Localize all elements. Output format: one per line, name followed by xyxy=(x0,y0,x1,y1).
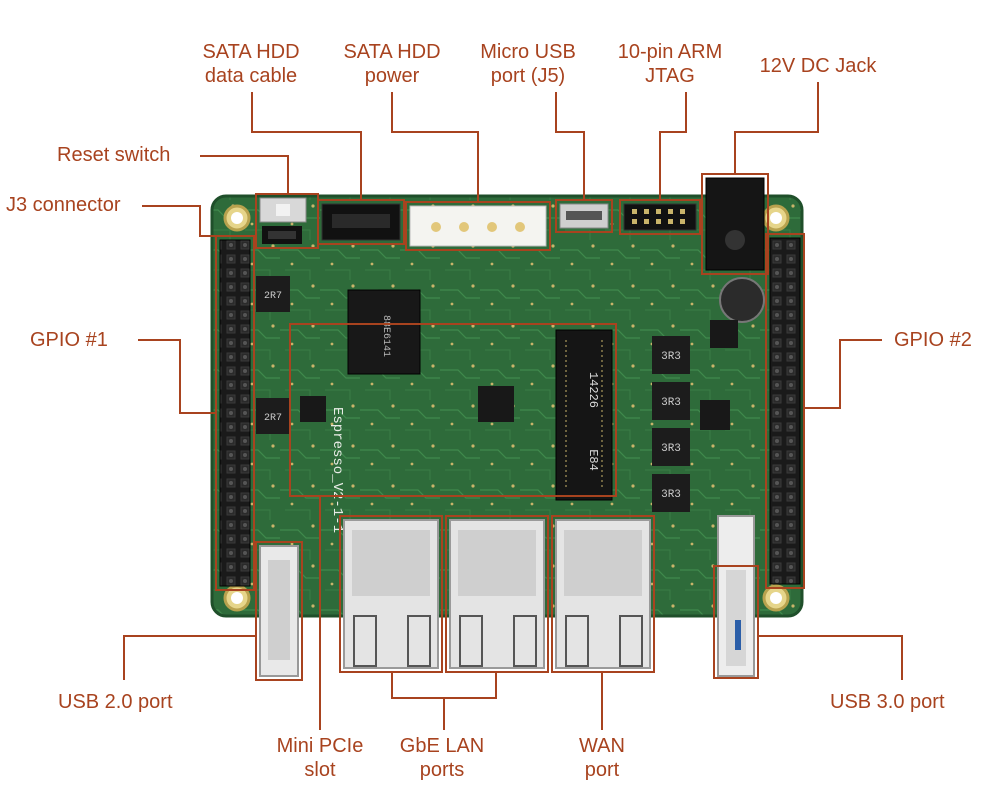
main-chip xyxy=(347,289,421,375)
sata-power-connector xyxy=(409,205,547,247)
label-wan-line2: port xyxy=(584,759,620,781)
svg-text:2R7: 2R7 xyxy=(264,291,282,302)
label-jtag-line1: 10-pin ARM xyxy=(617,41,723,63)
label-gpio2: GPIO #2 xyxy=(894,329,972,351)
svg-text:3R3: 3R3 xyxy=(661,397,681,409)
svg-text:14226: 14226 xyxy=(586,372,600,408)
chip-marking: 88E6141 xyxy=(380,315,391,357)
svg-text:3R3: 3R3 xyxy=(661,351,681,363)
label-sata-power-line2: power xyxy=(364,65,420,87)
label-sata-data-line1: SATA HDD xyxy=(202,41,300,63)
label-micro-usb-line2: port (J5) xyxy=(490,65,566,87)
label-gbe-lan-line2: ports xyxy=(419,759,465,781)
label-micro-usb: Micro USB port (J5) xyxy=(480,40,576,88)
inductors-left: 2R7 2R7 xyxy=(256,276,290,434)
label-dc-jack: 12V DC Jack xyxy=(759,55,877,77)
label-wan: WAN port xyxy=(579,734,625,782)
jtag-connector xyxy=(623,203,697,231)
label-usb2: USB 2.0 port xyxy=(58,691,173,713)
label-sata-data: SATA HDD data cable xyxy=(202,40,299,88)
capacitor xyxy=(719,277,765,323)
inductors-right: 3R3 3R3 3R3 3R3 xyxy=(652,336,690,512)
label-jtag-line2: JTAG xyxy=(645,65,695,87)
label-micro-usb-line1: Micro USB xyxy=(480,41,576,63)
label-reset-switch: Reset switch xyxy=(57,144,171,166)
minipcie-slot xyxy=(555,329,613,501)
gpio2-header xyxy=(769,237,801,585)
rj45-jacks xyxy=(343,519,651,669)
label-wan-line1: WAN xyxy=(579,735,625,757)
label-gpio1: GPIO #1 xyxy=(30,329,108,351)
board-name-silkscreen: Espresso_V2-1-1 xyxy=(329,407,345,533)
label-jtag: 10-pin ARM JTAG xyxy=(618,40,723,88)
label-minipcie-line2: slot xyxy=(304,759,336,781)
label-gbe-lan-line1: GbE LAN xyxy=(399,735,485,757)
label-sata-power-line1: SATA HDD xyxy=(343,41,441,63)
dc-jack xyxy=(705,177,765,271)
label-sata-power: SATA HDD power xyxy=(343,40,440,88)
svg-text:3R3: 3R3 xyxy=(661,443,681,455)
svg-text:3R3: 3R3 xyxy=(661,489,681,501)
svg-text:E84: E84 xyxy=(586,449,600,471)
label-gbe-lan: GbE LAN ports xyxy=(400,734,484,782)
label-minipcie: Mini PCIe slot xyxy=(277,734,364,782)
svg-text:2R7: 2R7 xyxy=(264,413,282,424)
mounting-holes xyxy=(223,204,790,612)
label-sata-data-line2: data cable xyxy=(204,65,298,87)
label-j3-connector: J3 connector xyxy=(6,194,121,216)
gpio1-header xyxy=(219,239,251,587)
label-usb3: USB 3.0 port xyxy=(830,691,945,713)
label-minipcie-line1: Mini PCIe xyxy=(276,735,364,757)
